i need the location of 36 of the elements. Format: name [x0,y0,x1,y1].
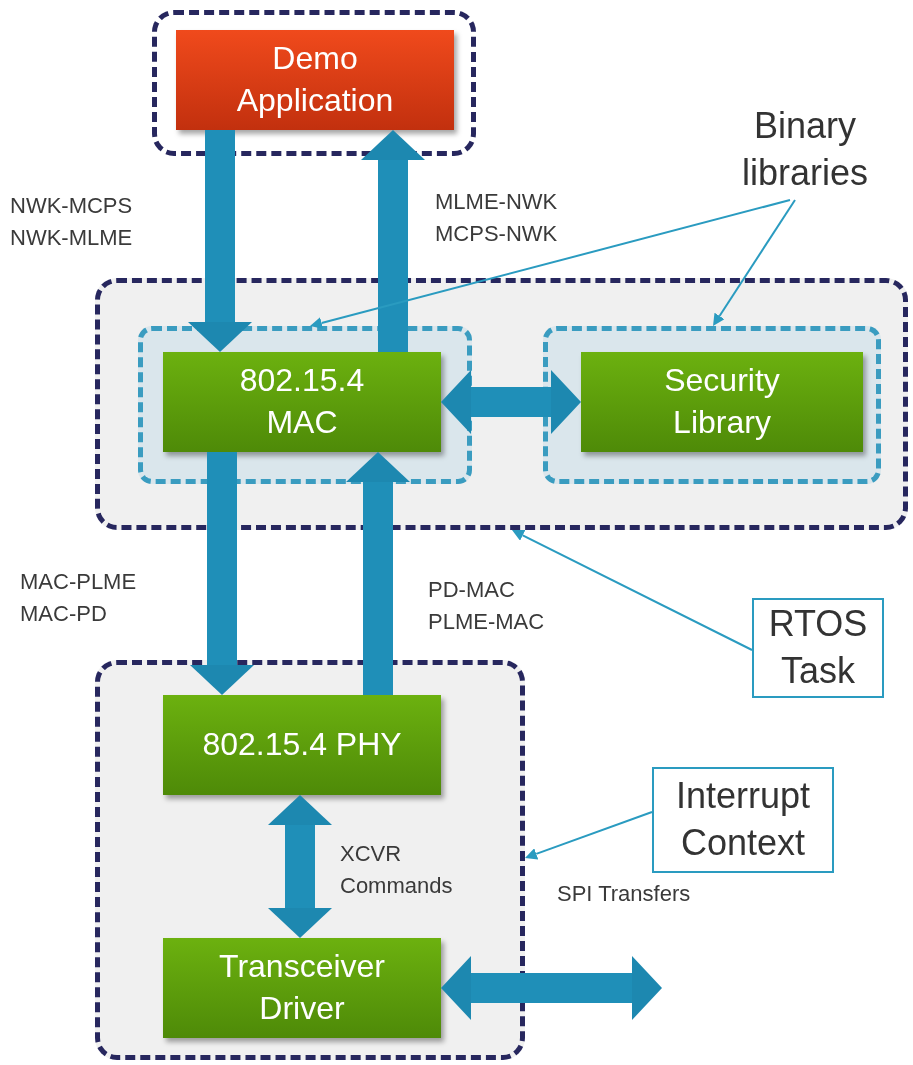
process-box [163,695,441,795]
box-label: Interrupt Context [674,774,812,865]
group-frame [95,278,908,530]
box-label: 802.15.4 MAC [238,361,366,442]
edge-label: XCVR Commands [340,840,454,900]
callout-text: Binary libraries [740,104,869,195]
group-frame [152,10,476,156]
group-frame [95,660,525,1060]
edge-label: NWK-MCPS NWK-MLME [10,192,134,252]
callout-box [652,767,834,873]
edge-label: PD-MAC PLME-MAC [428,576,546,636]
edge-label: MLME-NWK MCPS-NWK [435,188,559,248]
box-label: 802.15.4 PHY [202,725,402,765]
process-box [581,352,863,452]
callout-box [752,598,884,698]
flow-arrow [268,795,332,938]
flow-arrow [190,452,254,695]
leader-line [512,530,753,651]
library-frame [138,326,472,484]
box-label: Transceiver Driver [218,947,386,1028]
leader-line [310,199,791,329]
box-label: Security Library [663,361,781,442]
flow-arrow [188,130,252,352]
leader-line [525,811,653,860]
flow-arrow [441,956,662,1020]
process-box [163,938,441,1038]
leader-line [713,199,796,326]
box-label: RTOS Task [767,602,869,693]
flow-arrow [441,370,581,434]
process-box [163,352,441,452]
library-frame [543,326,881,484]
flow-arrow [346,452,410,695]
edge-label: SPI Transfers [557,880,692,908]
box-label: Demo Application [235,39,395,120]
application-box [176,30,454,130]
edge-label: MAC-PLME MAC-PD [20,568,138,628]
